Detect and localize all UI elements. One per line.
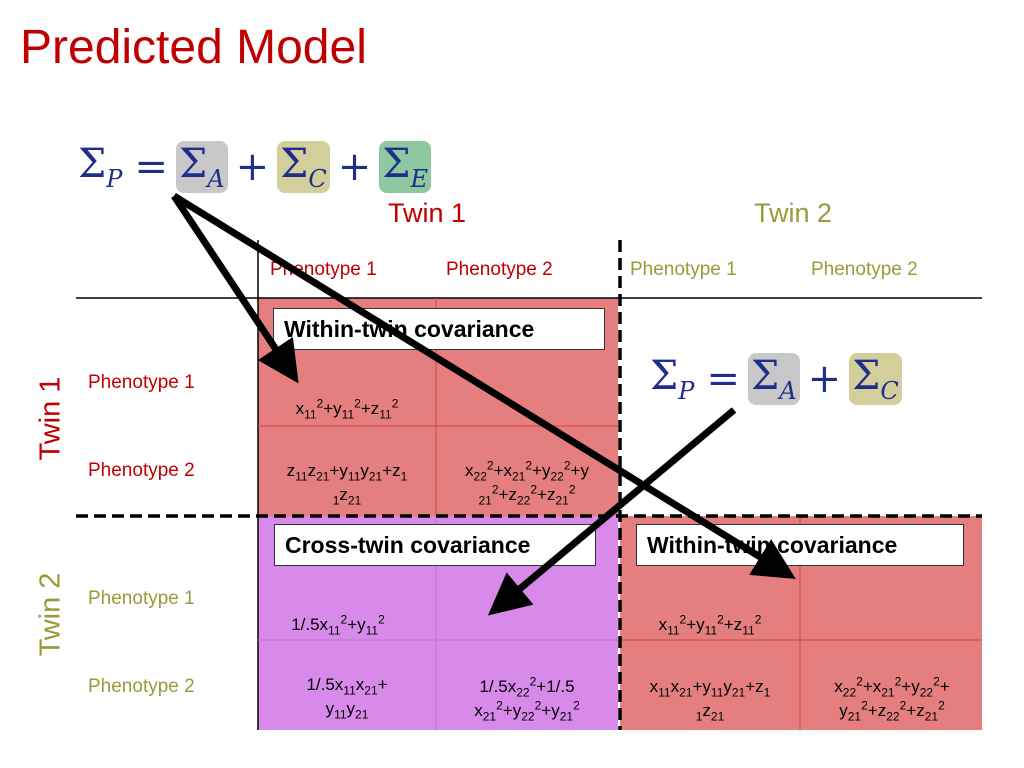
page-title: Predicted Model (20, 21, 367, 74)
row-header-t1-p1: Phenotype 1 (88, 372, 195, 393)
arrow-to-within-top (171, 194, 299, 384)
cell-t2p1-t2p1: x112+y112+z112 (658, 612, 762, 638)
equation-small: ΣP = ΣA + ΣC (646, 348, 902, 410)
plus-sign: + (235, 144, 270, 190)
equation-main: ΣP = ΣA + ΣC + ΣE (74, 136, 432, 198)
sigma-a-box: ΣA (747, 353, 800, 405)
sigma-p: ΣP (650, 353, 695, 405)
cell-t1p1-t1p1: x112+y112+z112 (295, 396, 399, 422)
col-header-t2-p1: Phenotype 1 (630, 259, 737, 280)
row-header-t1-p2: Phenotype 2 (88, 460, 195, 481)
col-group-twin1: Twin 1 (388, 198, 467, 228)
cross-twin-label: Cross-twin covariance (274, 524, 596, 566)
cell-t2p2-t2p2: x222+x212+y222+y212+z222+z212 (834, 674, 950, 724)
sigma-a-box: ΣA (175, 141, 228, 193)
arrow-to-within-bottom (172, 193, 796, 580)
row-header-t2-p2: Phenotype 2 (88, 676, 195, 697)
cell-t2p1-t1p1: 1/.5x112+y112 (291, 612, 385, 638)
sigma-c-box: ΣC (849, 353, 902, 405)
col-header-t2-p2: Phenotype 2 (811, 259, 918, 280)
sigma-c-box: ΣC (277, 141, 330, 193)
cell-t2p2-t1p1: 1/.5x11x21+y11y21 (306, 675, 388, 722)
arrow-to-cross (487, 407, 737, 616)
equals-sign: = (134, 144, 168, 190)
col-group-twin2: Twin 2 (754, 198, 833, 228)
sigma-p: ΣP (78, 141, 123, 193)
plus-sign: + (337, 144, 372, 190)
plus-sign: + (807, 356, 842, 402)
col-header-t1-p2: Phenotype 2 (446, 259, 553, 280)
row-header-t2-p1: Phenotype 1 (88, 588, 195, 609)
sigma-e-box: ΣE (379, 141, 432, 193)
equals-sign: = (706, 356, 740, 402)
